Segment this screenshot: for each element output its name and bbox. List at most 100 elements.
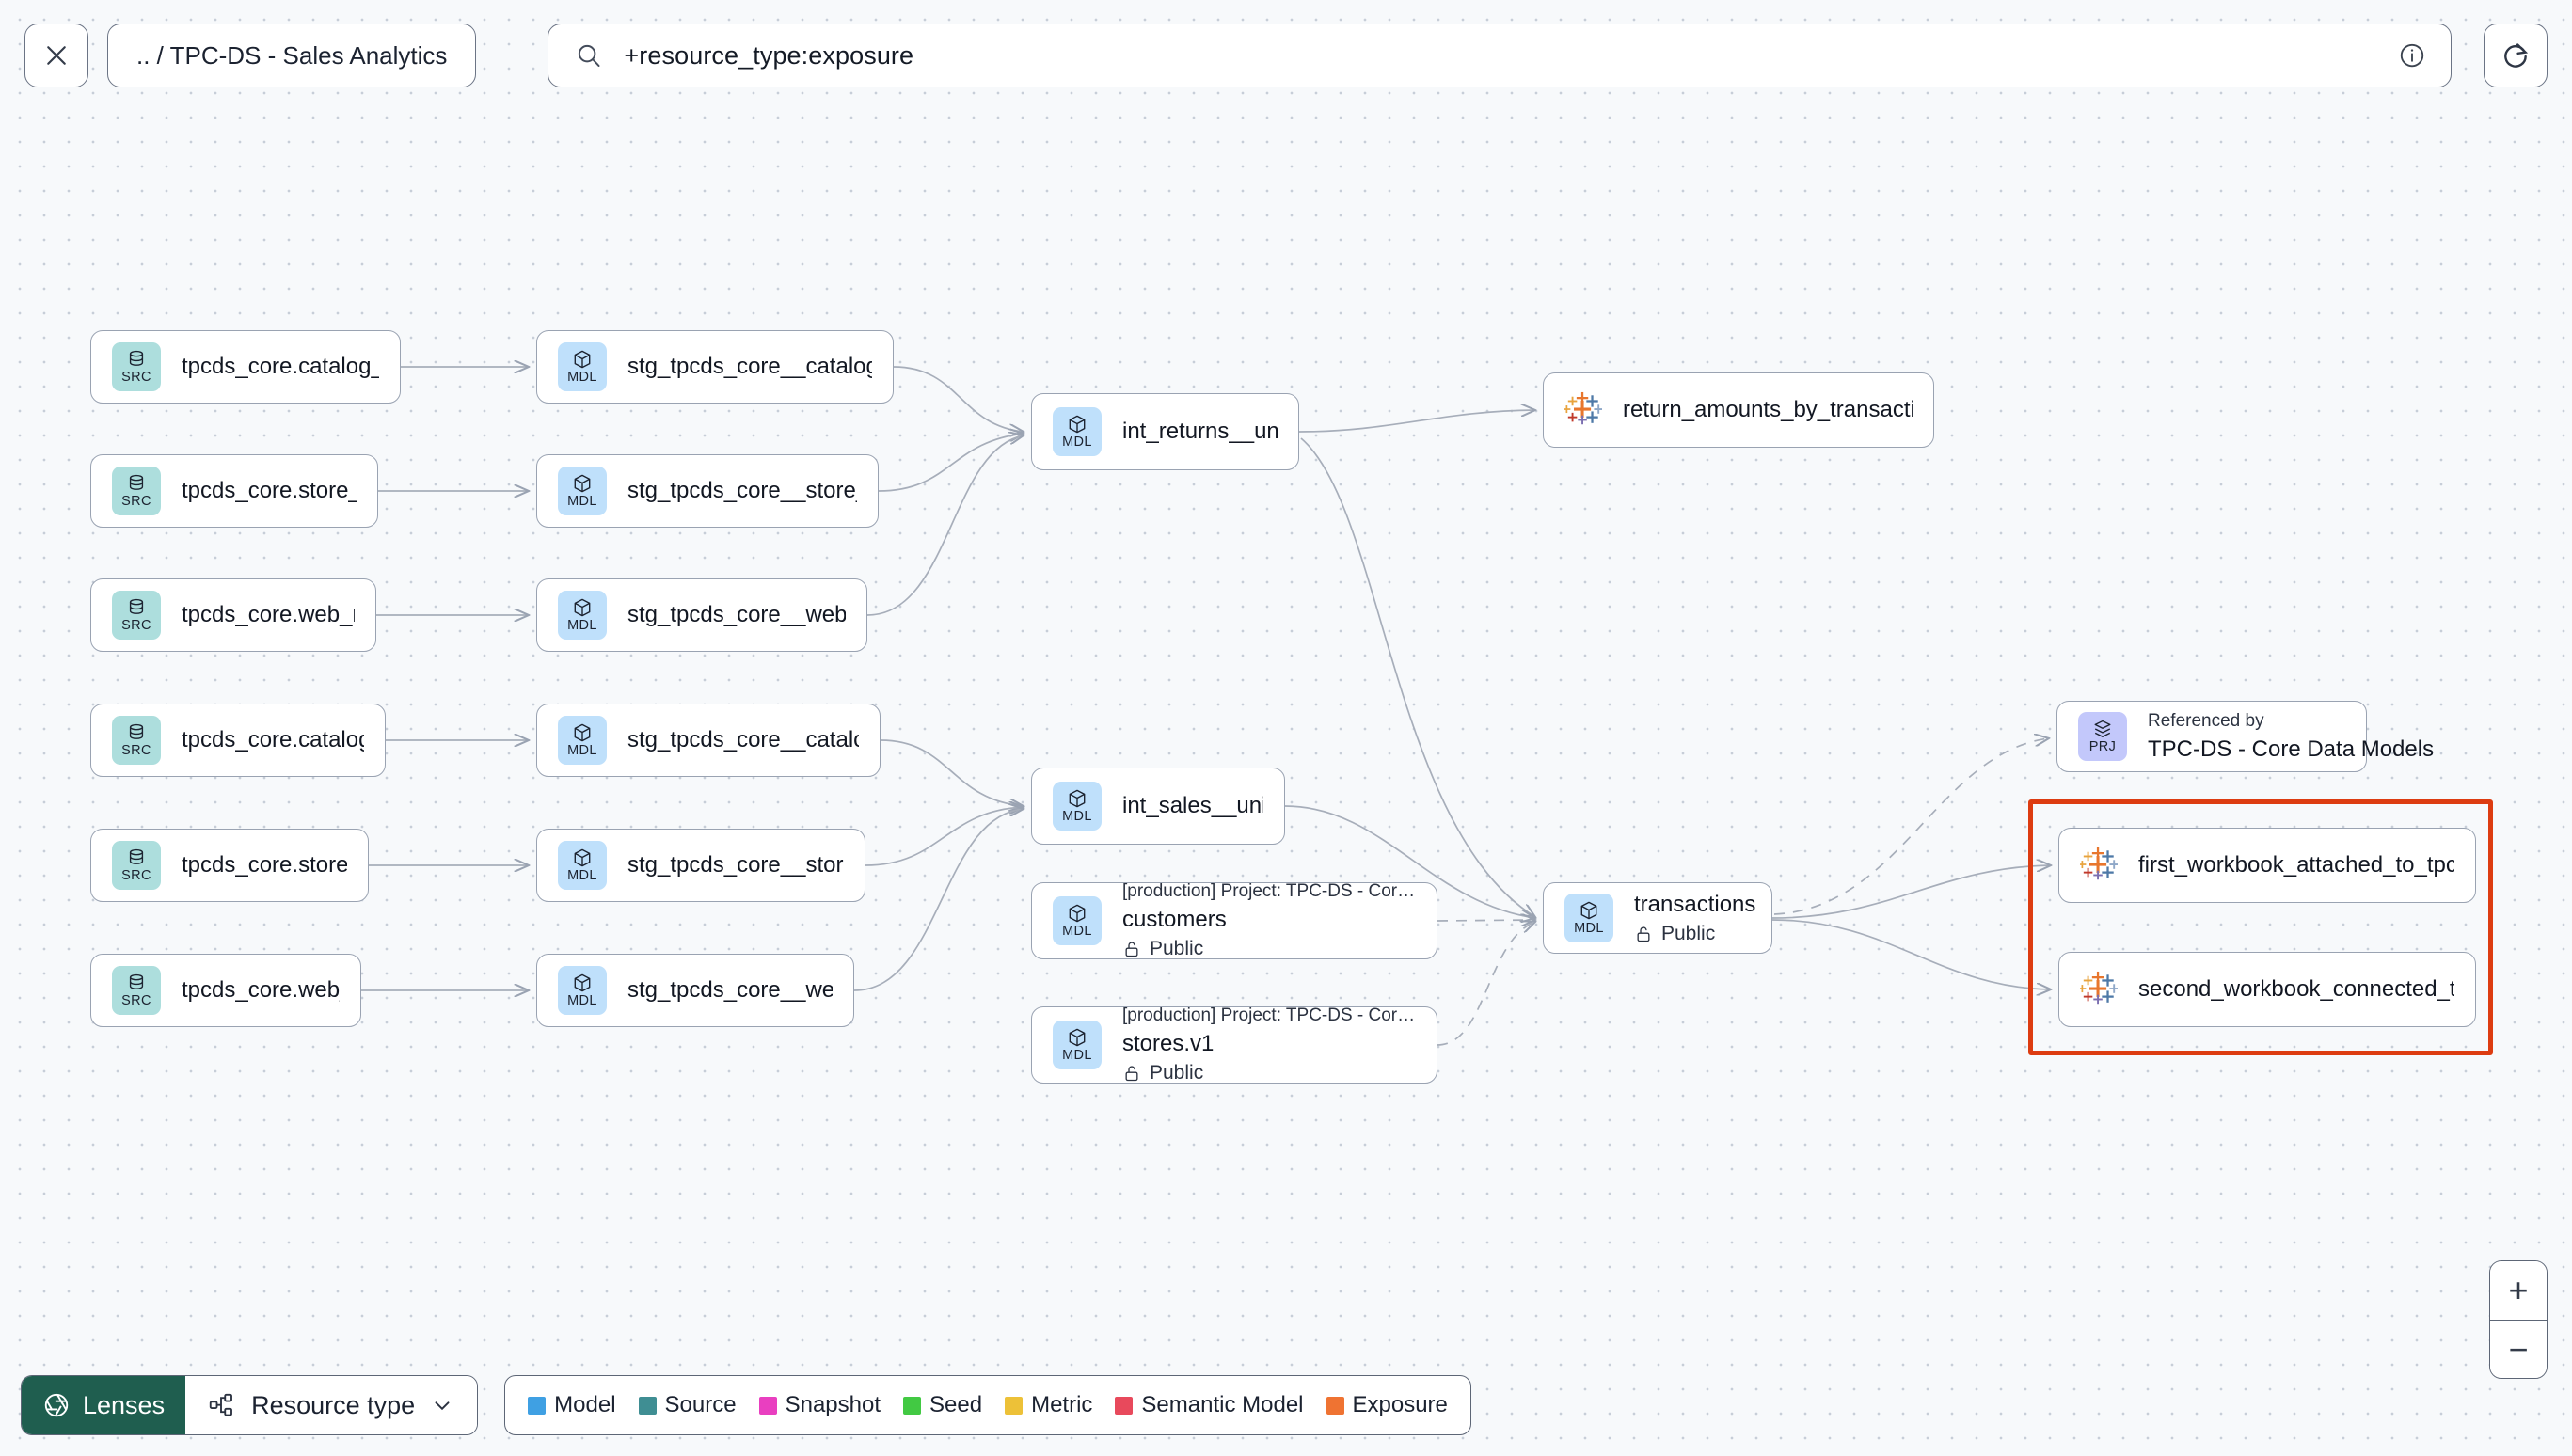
legend-item-metric[interactable]: Metric [1005, 1392, 1092, 1418]
cube-icon [574, 350, 591, 369]
source-badge: SRC [112, 591, 161, 640]
zoom-out-button[interactable]: − [2490, 1320, 2547, 1378]
zoom-in-button[interactable]: + [2490, 1261, 2547, 1320]
source-badge: SRC [112, 716, 161, 765]
legend-swatch [528, 1396, 547, 1415]
legend-item-source[interactable]: Source [638, 1392, 737, 1418]
graph-node-src_store_returns[interactable]: SRC tpcds_core.store_returns [90, 454, 378, 528]
node-label: second_workbook_connected_to_live… [2138, 976, 2454, 1002]
tableau-icon [2080, 971, 2118, 1005]
cube-icon [574, 723, 591, 742]
top-toolbar: .. / TPC-DS - Sales Analytics +resource_… [0, 0, 2572, 111]
search-icon [579, 44, 600, 67]
database-icon [129, 351, 144, 367]
node-label: tpcds_core.web_sales [182, 977, 340, 1003]
legend-swatch [638, 1396, 657, 1415]
graph-node-stores_node[interactable]: MDL[production] Project: TPC-DS - Core D… [1031, 1005, 1437, 1084]
legend-label: Model [554, 1392, 616, 1417]
legend-item-exposure[interactable]: Exposure [1326, 1392, 1448, 1418]
node-label: int_returns__unioned [1122, 419, 1278, 444]
cube-icon [1580, 901, 1597, 920]
refresh-button[interactable] [2484, 24, 2548, 87]
zoom-in-icon: + [2508, 1271, 2529, 1309]
source-badge: SRC [112, 467, 161, 515]
node-text-stack: [production] Project: TPC-DS - Core Data… [1122, 1005, 1416, 1084]
graph-node-int_returns_unioned[interactable]: MDL int_returns__unioned [1031, 393, 1299, 470]
source-badge: SRC [112, 342, 161, 391]
legend-label: Snapshot [785, 1392, 881, 1417]
model-badge: MDL [1564, 894, 1613, 942]
model-badge: MDL [558, 342, 607, 391]
node-label: return_amounts_by_transaction_type [1623, 397, 1913, 422]
node-label: stg_tpcds_core__web_sales [627, 977, 833, 1003]
graph-node-customers_node[interactable]: MDL[production] Project: TPC-DS - Core D… [1031, 881, 1437, 960]
database-icon [129, 599, 144, 615]
search-input[interactable]: +resource_type:exposure [624, 40, 914, 70]
hierarchy-icon [209, 1393, 233, 1416]
node-label: stg_tpcds_core__catalog_sales [627, 727, 859, 752]
breadcrumb[interactable]: .. / TPC-DS - Sales Analytics [107, 24, 477, 87]
legend-item-model[interactable]: Model [528, 1392, 616, 1418]
node-subtitle: [production] Project: TPC-DS - Core Data… [1122, 1005, 1416, 1025]
lenses-label: Lenses [83, 1390, 166, 1419]
legend-label: Semantic Model [1141, 1392, 1304, 1417]
model-badge: MDL [1053, 407, 1102, 456]
database-icon [129, 475, 144, 491]
node-label: stores.v1 [1122, 1031, 1215, 1056]
lenses-button[interactable]: Lenses [22, 1376, 186, 1434]
node-visibility: Public [1634, 923, 1751, 945]
legend-swatch [1326, 1396, 1344, 1415]
graph-node-stg_catalog_sales[interactable]: MDL stg_tpcds_core__catalog_sales [536, 704, 881, 777]
legend-label: Exposure [1352, 1392, 1448, 1417]
resource-type-legend: Model Source Snapshot Seed Metric Semantic Mo… [504, 1375, 1471, 1435]
graph-node-src_catalog_sales[interactable]: SRC tpcds_core.catalog_sales [90, 704, 386, 777]
resource-type-dropdown[interactable]: Resource type [185, 1376, 478, 1434]
node-text-stack: [production] Project: TPC-DS - Core Data… [1122, 881, 1416, 960]
node-label: tpcds_core.catalog_sales [182, 727, 364, 752]
model-badge: MDL [558, 467, 607, 515]
legend-item-semantic-model[interactable]: Semantic Model [1115, 1392, 1304, 1418]
graph-node-first_workbook[interactable]: first_workbook_attached_to_tpc-ds_-_… [2058, 828, 2476, 903]
legend-item-seed[interactable]: Seed [903, 1392, 982, 1418]
close-button[interactable] [24, 24, 88, 87]
model-badge: MDL [558, 841, 607, 890]
node-label: stg_tpcds_core__store_returns [627, 478, 857, 503]
zoom-controls: + − [2489, 1260, 2548, 1379]
node-label: TPC-DS - Core Data Models [2148, 736, 2435, 762]
node-subtitle: [production] Project: TPC-DS - Core Data… [1122, 881, 1416, 901]
node-label: transactions [1634, 891, 1756, 917]
bottom-toolbar: Lenses Resource type Model Source Snapshot… [21, 1375, 1471, 1435]
project-icon [2094, 720, 2111, 738]
model-badge: MDL [558, 716, 607, 765]
aperture-icon [44, 1393, 69, 1417]
lens-control-group: Lenses Resource type [21, 1375, 479, 1435]
cube-icon [1069, 415, 1086, 434]
database-icon [129, 849, 144, 865]
chevron-down-icon [435, 1401, 450, 1411]
node-label: stg_tpcds_core__web_returns [627, 602, 846, 627]
info-icon[interactable] [2398, 41, 2426, 70]
graph-node-stg_store_returns[interactable]: MDL stg_tpcds_core__store_returns [536, 454, 879, 528]
node-label: tpcds_core.store_returns [182, 478, 357, 503]
graph-node-return_amounts[interactable]: return_amounts_by_transaction_type [1543, 372, 1934, 448]
node-label: customers [1122, 907, 1227, 932]
node-visibility: Public [1122, 938, 1416, 960]
search-bar[interactable]: +resource_type:exposure [548, 24, 2452, 87]
legend-item-snapshot[interactable]: Snapshot [758, 1392, 881, 1418]
graph-node-second_workbook[interactable]: second_workbook_connected_to_live… [2058, 952, 2476, 1027]
node-label: tpcds_core.store_sales [182, 852, 347, 878]
